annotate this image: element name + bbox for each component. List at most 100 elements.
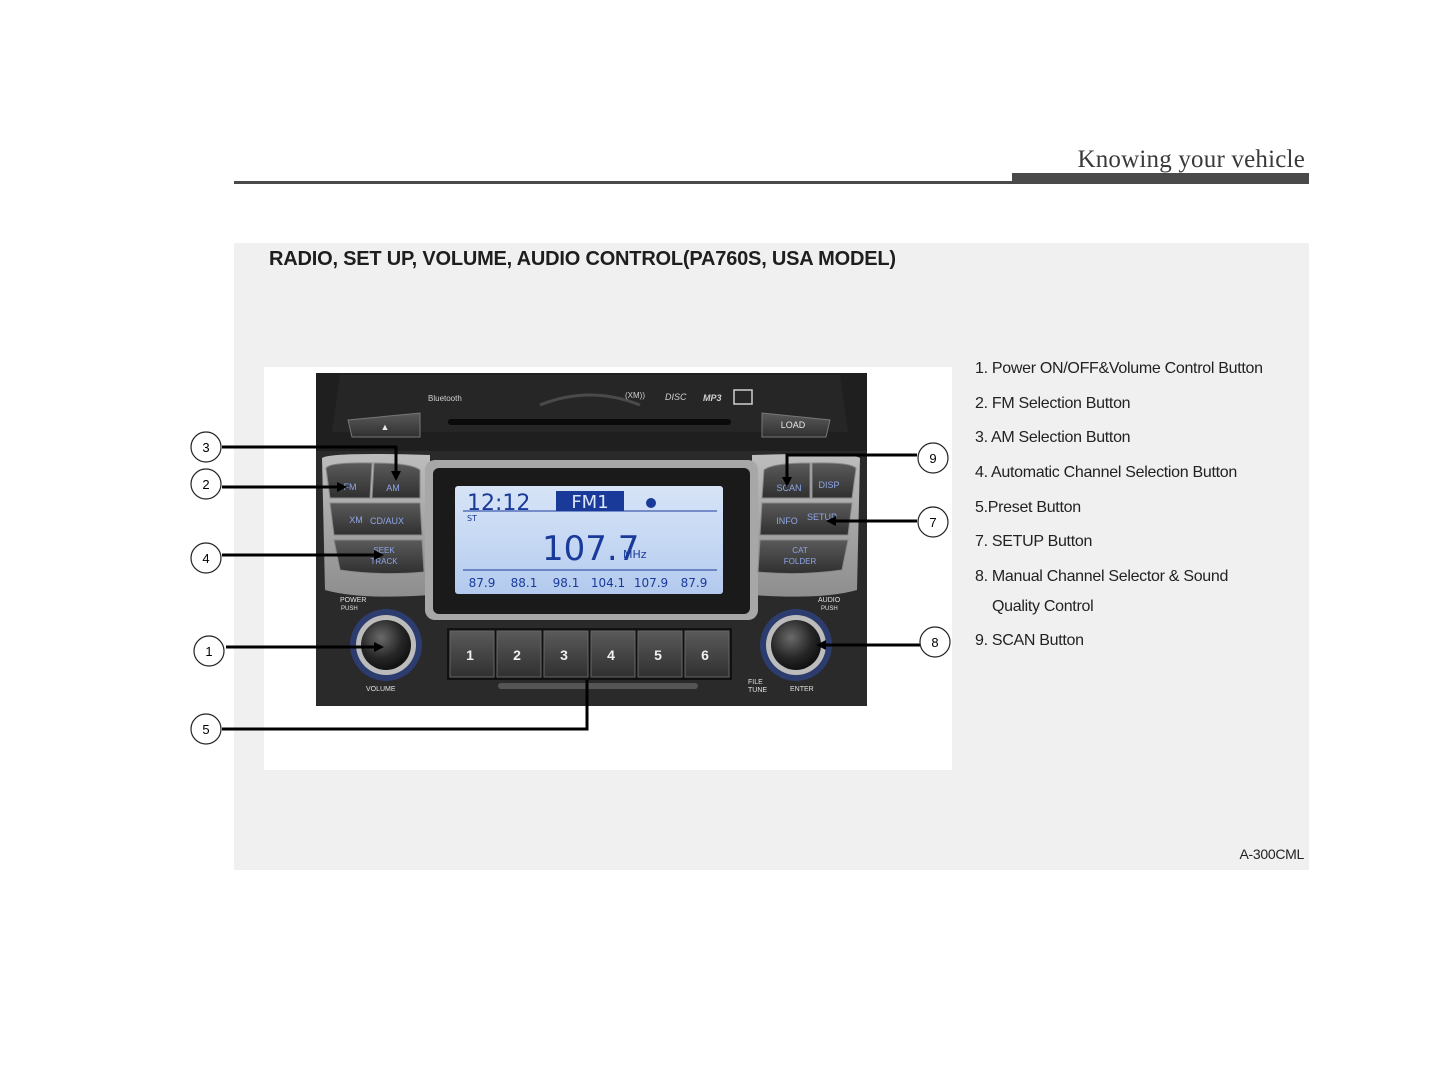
preset-button-5[interactable] bbox=[637, 630, 683, 678]
xm-cdaux-button[interactable] bbox=[329, 502, 423, 536]
preset-button-label-6: 6 bbox=[701, 647, 709, 663]
preset-button-6[interactable] bbox=[684, 630, 730, 678]
callout-circle-8 bbox=[919, 626, 951, 658]
callout-circle-4 bbox=[190, 542, 222, 574]
preset-button-label-4: 4 bbox=[607, 647, 615, 663]
volume-label: VOLUME bbox=[366, 686, 396, 693]
legend-list: 1. Power ON/OFF&Volume Control Button 2.… bbox=[975, 360, 1305, 662]
preset-button-label-1: 1 bbox=[466, 647, 474, 663]
callout-line-3 bbox=[222, 445, 398, 477]
callout-circle-7 bbox=[917, 506, 949, 538]
preset-button-1[interactable] bbox=[449, 630, 495, 678]
callout-label-8: 8 bbox=[931, 635, 938, 650]
callout-arrowheads bbox=[337, 471, 836, 652]
seek-label: SEEK bbox=[373, 546, 395, 555]
display-preset-2: 88.1 bbox=[511, 576, 538, 590]
legend-item-5: 5.Preset Button bbox=[975, 499, 1081, 516]
callout-label-2: 2 bbox=[202, 477, 209, 492]
legend-item-9: 9. SCAN Button bbox=[975, 632, 1084, 649]
load-button[interactable] bbox=[761, 412, 831, 438]
eject-button[interactable] bbox=[347, 412, 421, 438]
page-header-title: Knowing your vehicle bbox=[1077, 146, 1305, 173]
callout-line-5 bbox=[222, 680, 589, 731]
callout-line-9 bbox=[785, 453, 917, 483]
arrowhead-3 bbox=[391, 471, 401, 481]
stereo-indicator: ST bbox=[467, 514, 477, 523]
callout-circle-2 bbox=[190, 468, 222, 500]
arrowhead-4 bbox=[374, 550, 384, 560]
enter-label: ENTER bbox=[790, 686, 814, 693]
fm-button-label: FM bbox=[344, 482, 357, 492]
display-clock: 12:12 bbox=[467, 491, 530, 516]
display-preset-6: 87.9 bbox=[681, 576, 708, 590]
display-preset-4: 104.1 bbox=[591, 576, 625, 590]
display-preset-3: 98.1 bbox=[553, 576, 580, 590]
volume-knob[interactable] bbox=[361, 620, 411, 670]
display-frequency: 107.7 bbox=[542, 529, 639, 569]
callout-circle-3 bbox=[190, 431, 222, 463]
legend-item-7: 7. SETUP Button bbox=[975, 533, 1093, 550]
cat-folder-button[interactable] bbox=[757, 539, 849, 575]
cd-slot bbox=[448, 419, 731, 425]
disp-button-label: DISP bbox=[818, 480, 839, 490]
arrowhead-7 bbox=[826, 516, 836, 526]
am-button-label: AM bbox=[386, 483, 400, 493]
header-rule-thin bbox=[234, 181, 1014, 184]
bluetooth-logo: Bluetooth bbox=[428, 394, 462, 403]
preset-button-label-2: 2 bbox=[513, 647, 521, 663]
preset-button-label-5: 5 bbox=[654, 647, 662, 663]
cd-logo-icon bbox=[733, 389, 753, 405]
info-button-label: INFO bbox=[776, 516, 798, 526]
callout-lines bbox=[222, 445, 921, 731]
cdaux-button-label: CD/AUX bbox=[370, 516, 404, 526]
callout-label-3: 3 bbox=[202, 440, 209, 455]
lcd-screen bbox=[455, 486, 723, 594]
callout-label-1: 1 bbox=[205, 644, 212, 659]
fm-button[interactable] bbox=[325, 462, 373, 499]
folder-label: FOLDER bbox=[784, 557, 817, 566]
preset-button-3[interactable] bbox=[543, 630, 589, 678]
eject-icon: ▲ bbox=[381, 422, 390, 432]
callout-circle-9 bbox=[917, 442, 949, 474]
arrowhead-8 bbox=[816, 640, 826, 650]
preset-button-4[interactable] bbox=[590, 630, 636, 678]
callout-label-9: 9 bbox=[929, 451, 936, 466]
tune-knob[interactable] bbox=[771, 620, 821, 670]
cat-label: CAT bbox=[792, 546, 808, 555]
arrowhead-2 bbox=[337, 482, 347, 492]
display-band: FM1 bbox=[571, 492, 608, 513]
xm-button-label: XM bbox=[349, 515, 363, 525]
lower-slot bbox=[498, 683, 698, 689]
display-preset-5: 107.9 bbox=[634, 576, 668, 590]
legend-item-8: 8. Manual Channel Selector & Sound bbox=[975, 568, 1229, 585]
disp-button[interactable] bbox=[811, 462, 857, 499]
preset-button-2[interactable] bbox=[496, 630, 542, 678]
tune-label: TUNE bbox=[748, 687, 767, 694]
callout-label-4: 4 bbox=[202, 551, 209, 566]
mp3-logo: MP3 bbox=[703, 393, 722, 403]
setup-button-label: SETUP bbox=[807, 512, 837, 522]
load-button-label: LOAD bbox=[781, 420, 806, 430]
audio-push-label: PUSH bbox=[821, 606, 838, 612]
xm-logo: (XM)) bbox=[625, 391, 645, 400]
file-label: FILE bbox=[748, 679, 763, 686]
disc-logo: DISC bbox=[665, 392, 687, 402]
figure-code: A-300CML bbox=[1239, 846, 1304, 862]
info-setup-button[interactable] bbox=[759, 502, 853, 536]
audio-label: AUDIO bbox=[818, 597, 841, 604]
legend-item-2: 2. FM Selection Button bbox=[975, 395, 1131, 412]
info-dot-icon bbox=[646, 498, 656, 508]
callout-circle-1 bbox=[193, 635, 225, 667]
display-preset-1: 87.9 bbox=[469, 576, 496, 590]
header-rule-thick bbox=[1012, 173, 1309, 184]
legend-item-3: 3. AM Selection Button bbox=[975, 429, 1131, 446]
section-title: RADIO, SET UP, VOLUME, AUDIO CONTROL(PA7… bbox=[269, 248, 896, 270]
display-frequency-unit: MHz bbox=[623, 548, 647, 561]
legend-item-8-continued: Quality Control bbox=[992, 598, 1094, 615]
callout-label-5: 5 bbox=[202, 722, 209, 737]
display-preset-row: 87.9 88.1 98.1 104.1 107.9 87.9 bbox=[469, 576, 708, 590]
scan-button-label: SCAN bbox=[776, 483, 801, 493]
legend-item-1: 1. Power ON/OFF&Volume Control Button bbox=[975, 360, 1263, 377]
